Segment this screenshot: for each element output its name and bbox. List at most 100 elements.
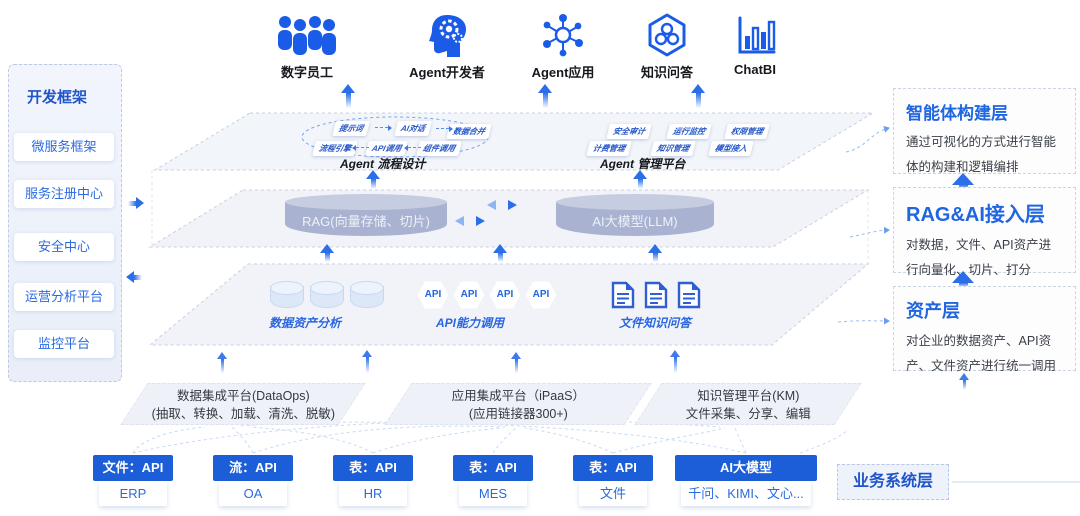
chatbi-label: ChatBI [734,62,776,77]
flow-arrow [404,145,421,151]
agent-app-label: Agent应用 [531,65,595,80]
sidebar-item-registry: 服务注册中心 [14,180,114,208]
system-oa: 流：API OA [213,455,293,506]
flow-arrow [375,125,392,131]
dev-framework-title: 开发框架 [26,89,87,106]
flow-arrow [436,126,453,132]
system-mes: 表：API MES [453,455,533,506]
pill-runtime-monitor: 运行监控 [666,124,712,139]
knowledge-qa-label: 知识问答 [640,65,693,80]
user-digital-staff: 数字员工 [247,8,367,81]
data-asset-label: 数据资产分析 [268,316,341,330]
platform-ipaas-detail: (应用链接器300+) [468,407,568,421]
system-erp-type: 文件：API [93,455,173,481]
arrow-design-up [366,170,380,190]
panel-rag-ai-desc: 对数据，文件、API资产进行向量化、切片、打分 [906,238,1052,277]
pill-knowledge: 知识管理 [650,141,696,156]
system-erp: 文件：API ERP [93,455,173,506]
agent-developer-icon [387,8,507,58]
system-erp-name: ERP [99,481,167,506]
pill-model-access: 模型接入 [708,141,754,156]
agent-developer-label: Agent开发者 [409,65,485,80]
pill-prompt: 提示词 [332,121,370,136]
system-mes-name: MES [459,481,527,506]
plane-agent-layer [153,112,875,171]
arrow-platform-up-4 [670,350,680,375]
platform-ipaas: 应用集成平台（iPaaS） (应用链接器300+) [384,383,652,425]
api-hexagon: API [453,281,485,309]
sidebar-arrow-right [128,197,144,209]
sidebar-item-microservice: 微服务框架 [14,133,114,161]
system-file-type: 表：API [573,455,653,481]
api-hexagon: API [489,281,521,309]
arrow-panel-3 [959,373,969,391]
pill-billing: 计费管理 [586,141,632,156]
agent-design-label: Agent 流程设计 [340,157,426,171]
arrow-manage-up [633,170,647,190]
panel-rag-ai-title: RAG&AI接入层 [906,204,1045,226]
pill-flow-engine: 流程引擎 [312,141,358,156]
panel-agent-build-layer: 智能体构建层 通过可视化的方式进行智能体的构建和逻辑编排 [893,88,1076,174]
document-icon [611,281,635,314]
sidebar-item-ops-analytics: 运营分析平台 [14,283,114,311]
system-file-name: 文件 [579,481,647,506]
system-hr-type: 表：API [333,455,413,481]
platform-dataops-name: 数据集成平台(DataOps) [176,389,310,403]
arrow-to-users-1 [341,84,355,110]
business-layer-label: 业务系统层 [837,464,949,500]
user-agent-developer: Agent开发者 [387,8,507,81]
api-hexagon: API [525,281,557,309]
api-capability-label: API能力调用 [435,316,504,330]
system-mes-type: 表：API [453,455,533,481]
pill-permission: 权限管理 [724,124,770,139]
pill-ai-chat: AI对话 [394,121,432,136]
knowledge-qa-icon [607,8,727,58]
arrow-platform-up-2 [362,350,372,375]
system-llm-name: 千问、KIMI、文心... [681,481,811,506]
arrow-to-users-3 [691,84,705,110]
pill-component-call: 组件调用 [416,141,462,156]
panel-agent-build-desc: 通过可视化的方式进行智能体的构建和逻辑编排 [906,135,1057,174]
bidirectional-arrow [455,215,485,227]
agent-manage-label: Agent 管理平台 [600,157,686,171]
right-panel-connectors [837,125,890,325]
platform-dataops: 数据集成平台(DataOps) (抽取、转换、加载、清洗、脱敏) [120,383,366,425]
platform-km-name: 知识管理平台(KM) [697,389,800,403]
arrow-panel-2 [952,271,974,287]
arrow-asset-up-2 [493,244,507,263]
pill-api-call: API调用 [365,141,409,156]
system-hr: 表：API HR [333,455,413,506]
sidebar-arrow-left [126,271,142,283]
sidebar-item-security: 安全中心 [14,233,114,261]
system-file: 表：API 文件 [573,455,653,506]
document-icon [644,281,668,314]
arrow-asset-up-1 [320,244,334,263]
platform-dataops-detail: (抽取、转换、加载、清洗、脱敏) [151,407,335,421]
user-chatbi: ChatBI [695,8,815,77]
api-hexagon: API [417,281,449,309]
arrow-to-users-2 [538,84,552,110]
panel-asset-title: 资产层 [906,301,960,321]
agent-app-icon [503,8,623,58]
document-icon [677,281,701,314]
panel-agent-build-title: 智能体构建层 [906,104,1008,123]
platform-km: 知识管理平台(KM) 文件采集、分享、编辑 [634,383,862,425]
arrow-platform-up-1 [217,352,227,375]
platform-km-detail: 文件采集、分享、编辑 [685,407,811,421]
system-oa-type: 流：API [213,455,293,481]
system-llm: AI大模型 千问、KIMI、文心... [675,455,817,506]
digital-staff-icon [247,8,367,58]
panel-asset-layer: 资产层 对企业的数据资产、API资产、文件资产进行统一调用 [893,286,1076,373]
bidirectional-arrow [487,199,517,211]
doc-qa-label: 文件知识问答 [618,316,691,330]
system-llm-type: AI大模型 [675,455,817,481]
pill-security-audit: 安全审计 [606,124,652,139]
user-agent-app: Agent应用 [503,8,623,81]
platform-ipaas-name: 应用集成平台（iPaaS） [451,389,585,403]
panel-rag-ai-layer: RAG&AI接入层 对数据，文件、API资产进行向量化、切片、打分 [893,187,1076,277]
rag-cylinder: RAG(向量存储、切片) [285,194,447,236]
system-oa-name: OA [219,481,287,506]
llm-cylinder: AI大模型(LLM) [556,194,714,236]
panel-asset-desc: 对企业的数据资产、API资产、文件资产进行统一调用 [906,334,1057,373]
database-icon [310,281,344,308]
